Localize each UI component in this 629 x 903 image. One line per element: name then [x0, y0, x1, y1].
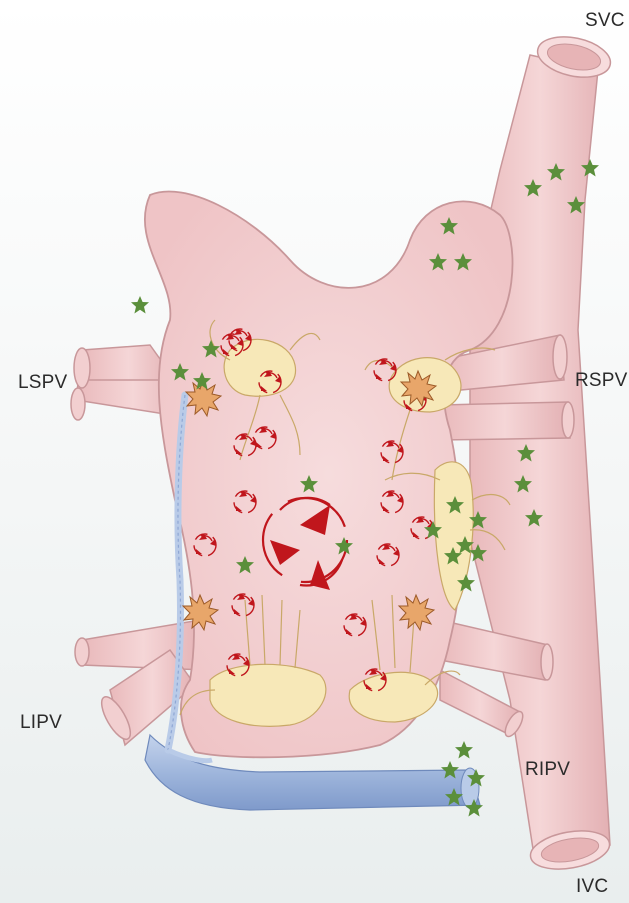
label-rspv: RSPV [575, 370, 628, 392]
label-ivc: IVC [576, 876, 608, 898]
vena-cava [470, 31, 614, 875]
label-lipv: LIPV [20, 712, 62, 734]
label-ripv: RIPV [525, 759, 570, 781]
star-icon [455, 741, 473, 759]
label-svc: SVC [585, 10, 625, 32]
label-lspv: LSPV [18, 372, 67, 394]
star-icon [131, 296, 149, 314]
